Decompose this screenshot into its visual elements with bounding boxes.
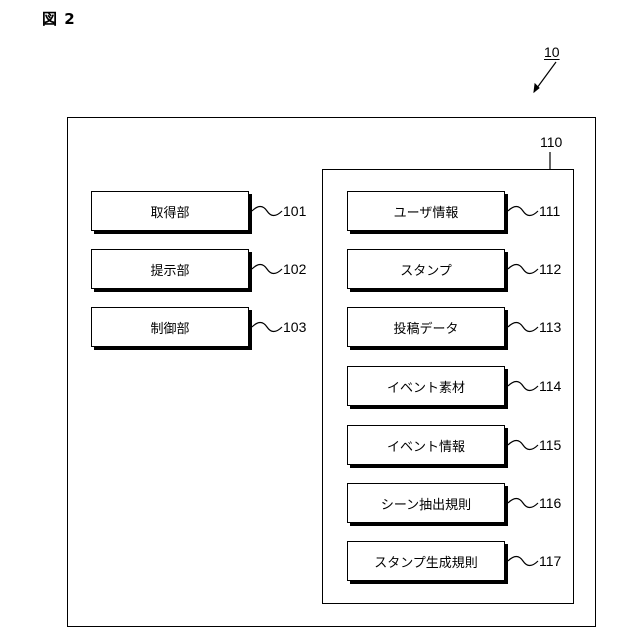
stamp-generation-rule-box: スタンプ生成規則 xyxy=(347,541,505,581)
unit-ref-number: 101 xyxy=(283,203,306,219)
item-ref-number: 115 xyxy=(539,437,561,453)
item-ref-number: 113 xyxy=(539,319,561,335)
unit-ref-number: 102 xyxy=(283,261,306,277)
unit-label: 提示部 xyxy=(150,260,189,279)
unit-label: 制御部 xyxy=(150,318,189,337)
item-ref-number: 114 xyxy=(539,378,561,394)
item-ref-number: 117 xyxy=(539,553,561,569)
item-label: ユーザ情報 xyxy=(394,202,459,221)
item-label: スタンプ xyxy=(400,260,452,279)
event-info-box: イベント情報 xyxy=(347,425,505,465)
presentation-unit-box: 提示部 xyxy=(91,249,249,289)
item-ref-number: 112 xyxy=(539,261,561,277)
item-label: イベント情報 xyxy=(387,436,465,455)
item-ref-number: 116 xyxy=(539,495,561,511)
item-ref-number: 111 xyxy=(539,203,560,219)
user-info-box: ユーザ情報 xyxy=(347,191,505,231)
post-data-box: 投稿データ xyxy=(347,307,505,347)
unit-label: 取得部 xyxy=(150,202,189,221)
item-label: シーン抽出規則 xyxy=(381,494,471,513)
event-material-box: イベント素材 xyxy=(347,366,505,406)
stamp-box: スタンプ xyxy=(347,249,505,289)
unit-ref-number: 103 xyxy=(283,319,306,335)
acquisition-unit-box: 取得部 xyxy=(91,191,249,231)
scene-extraction-rule-box: シーン抽出規則 xyxy=(347,483,505,523)
item-label: 投稿データ xyxy=(393,318,458,337)
control-unit-box: 制御部 xyxy=(91,307,249,347)
item-label: スタンプ生成規則 xyxy=(374,552,478,571)
item-label: イベント素材 xyxy=(387,377,465,396)
